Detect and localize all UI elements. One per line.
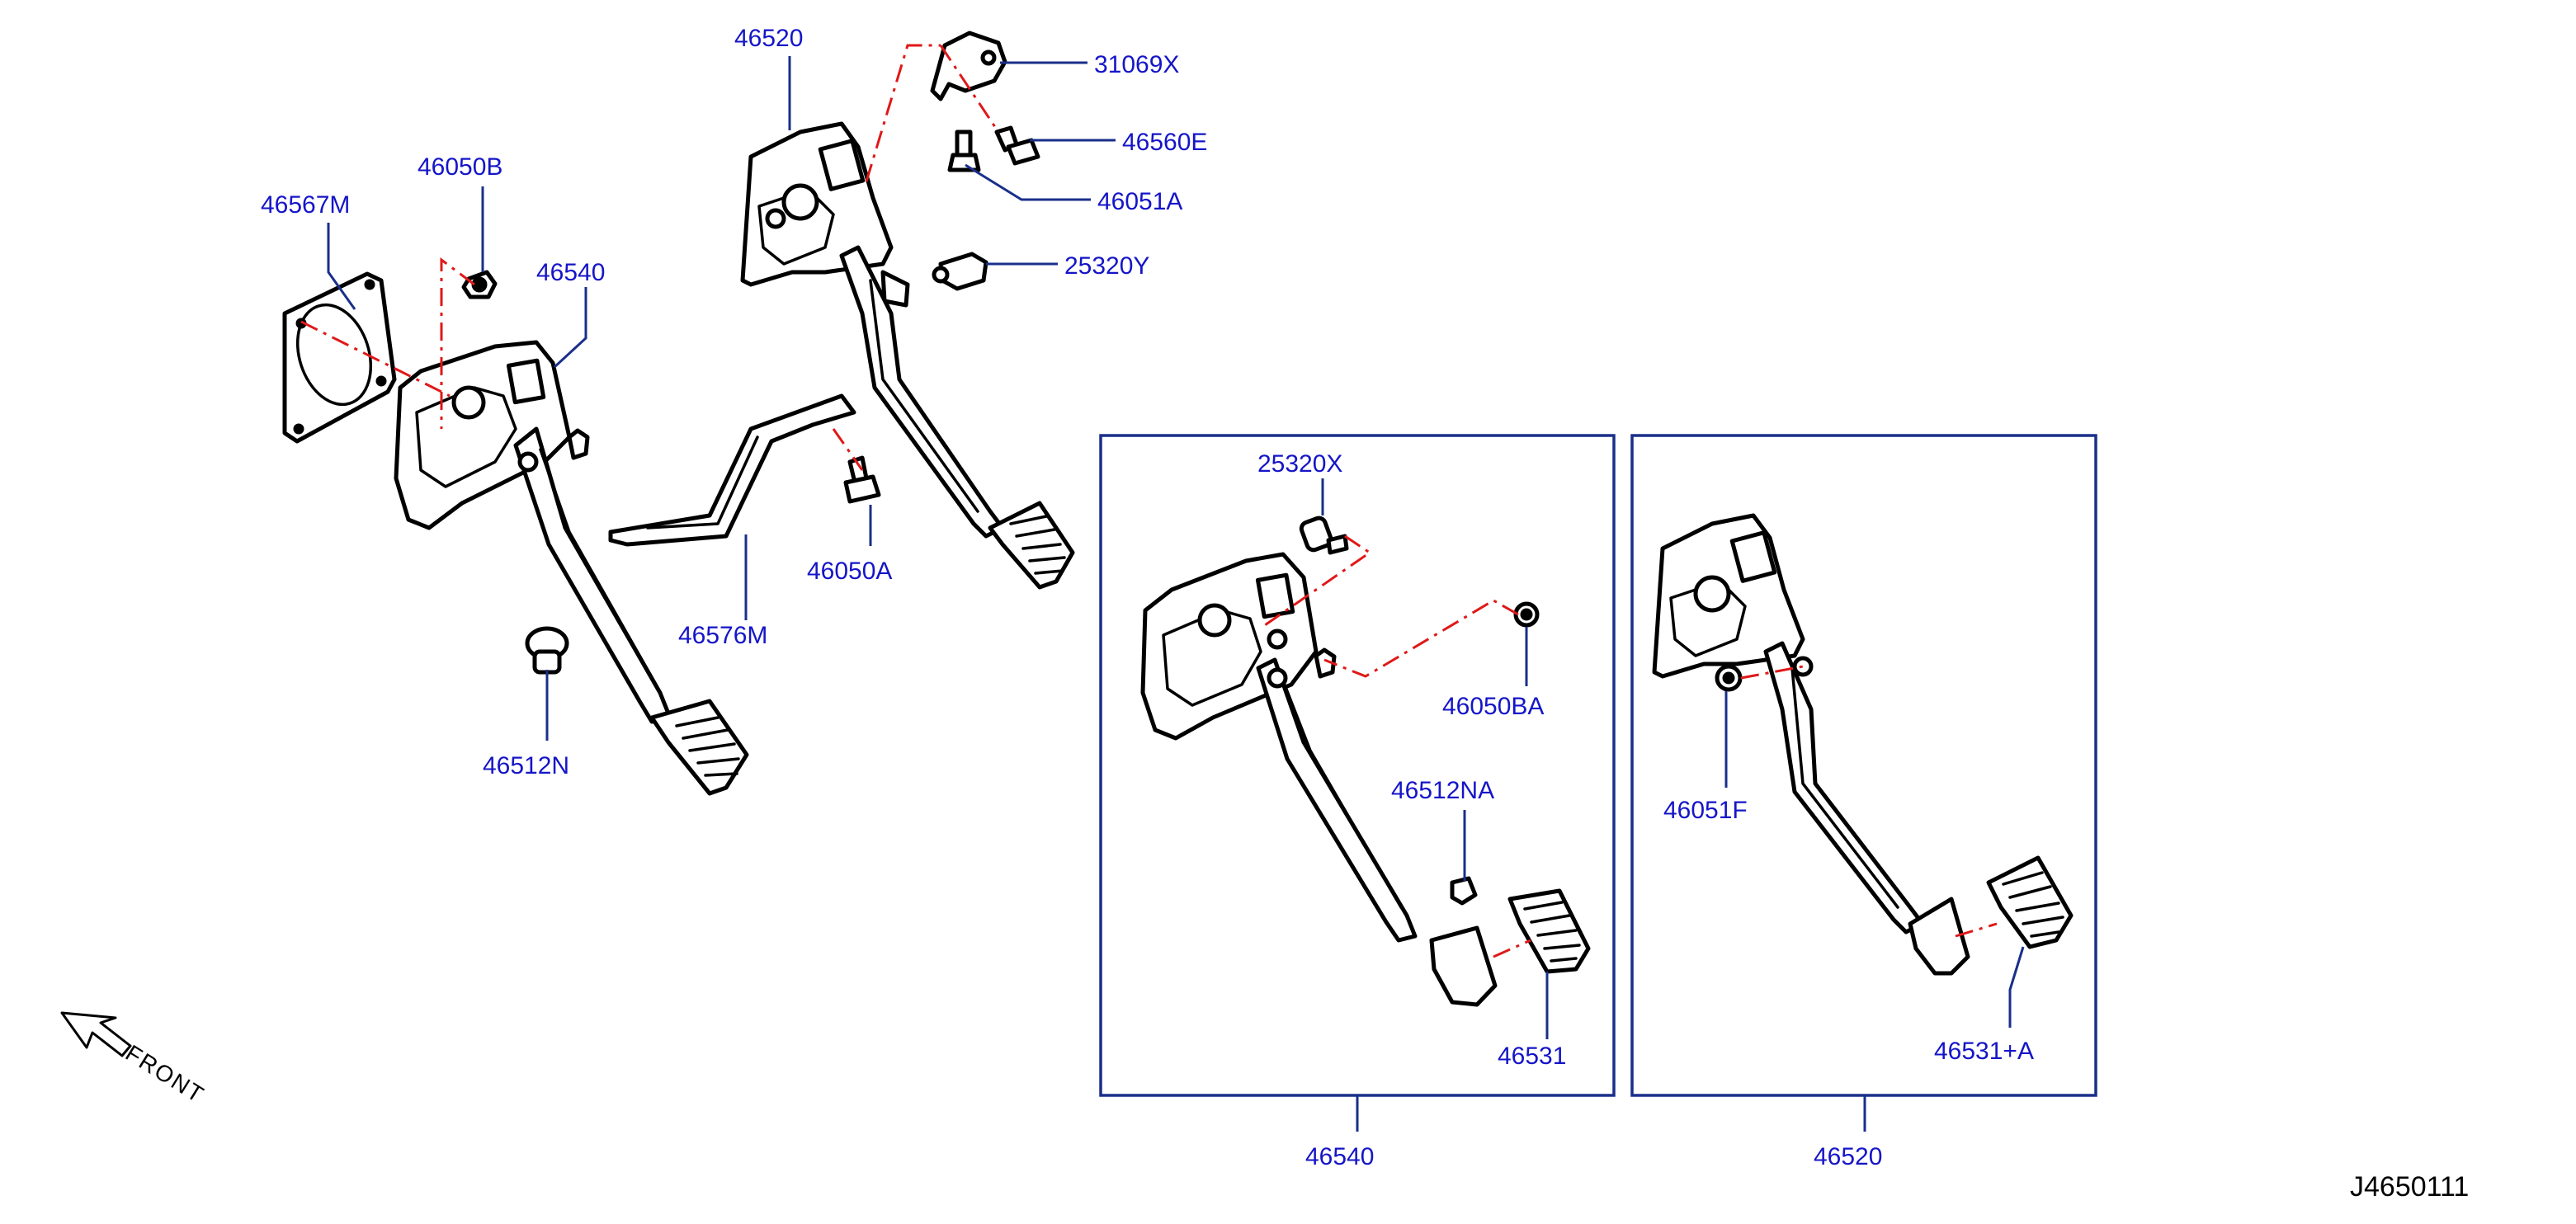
label-46540-top: 46540 [536,259,605,286]
label-46531A: 46531+A [1934,1038,2034,1065]
nut-46050B[interactable] [461,270,498,299]
rod-46576M[interactable] [608,393,856,547]
clip-46512NA[interactable] [1450,876,1478,906]
nut-46050BA[interactable] [1513,601,1540,628]
pedal-pad-46531[interactable] [1507,888,1591,974]
pedal-assembly-46540[interactable] [394,340,749,796]
label-31069X: 31069X [1094,51,1179,78]
label-46051A: 46051A [1097,188,1182,215]
label-46520-top: 46520 [734,25,803,52]
leader-lines [327,56,2025,1039]
switch-25320X[interactable] [1299,515,1349,555]
bracket-31069X[interactable] [930,31,1007,101]
bolt-46051A[interactable] [947,129,981,172]
pedal-pad-46531A[interactable] [1986,855,2074,949]
label-46512N: 46512N [483,752,569,779]
front-label: FRONT [121,1040,210,1109]
diagram-code: J4650111 [2350,1171,2469,1203]
label-46567M: 46567M [261,191,350,219]
label-46051F: 46051F [1663,797,1748,824]
phantom-lines [300,44,1998,958]
part-labels: 46520 31069X 46560E 46051A 25320Y 46050B… [261,25,2034,1170]
gasket-plate-46567M[interactable] [282,271,397,444]
label-46512NA: 46512NA [1391,777,1494,804]
label-46520-box: 46520 [1814,1143,1882,1170]
pedal-assembly-46540-detail[interactable] [1140,552,1498,1007]
label-46560E: 46560E [1122,129,1207,156]
label-46576M: 46576M [678,622,767,649]
clip-46051F[interactable] [1715,664,1743,692]
switch-25320Y[interactable] [932,252,988,291]
assembly-box-46540 [1099,434,1616,1097]
label-46050BA: 46050BA [1442,693,1544,720]
label-46050A: 46050A [807,558,892,585]
pedal-assembly-46520-detail[interactable] [1652,513,1970,976]
label-25320Y: 25320Y [1064,252,1149,280]
label-25320X: 25320X [1257,450,1342,478]
pedal-assembly-46520[interactable] [740,121,1075,590]
bolt-46560E[interactable] [994,125,1040,166]
label-46540-box: 46540 [1305,1143,1374,1170]
bolt-46050A[interactable] [843,455,881,504]
front-arrow: FRONT [60,1011,210,1109]
label-46531: 46531 [1498,1043,1566,1070]
label-46050B: 46050B [418,153,502,181]
stopper-46512N[interactable] [525,626,569,675]
